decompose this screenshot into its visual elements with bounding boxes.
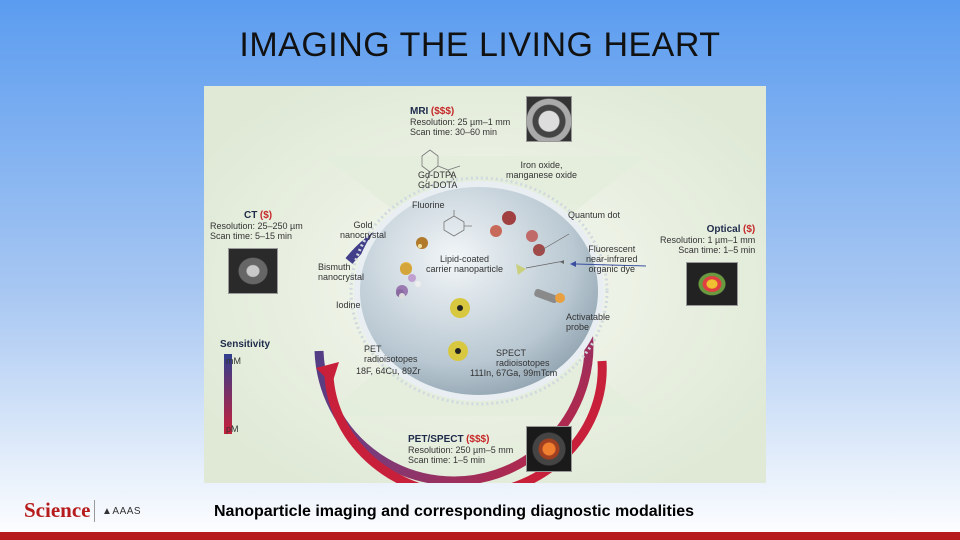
label-spect-radioisotopes: SPECT radioisotopes (496, 348, 550, 368)
diagram-graphics (204, 86, 766, 483)
activatable-probe-marker (534, 288, 558, 304)
label-fluorine: Fluorine (412, 200, 445, 210)
petspect-label: PET/SPECT ($$$) Resolution: 250 µm–5 mm … (408, 434, 514, 466)
label-gold-nanocrystal: Gold nanocrystal (340, 220, 387, 240)
label-iodine: Iodine (336, 300, 361, 310)
bottom-accent-bar (0, 532, 960, 540)
iron-particle-2 (490, 225, 502, 237)
label-pet-isotopes: 18F, 64Cu, 89Zr (356, 366, 421, 376)
label-pet-radioisotopes: PET radioisotopes (364, 344, 418, 364)
lipid-coating (349, 176, 609, 406)
quantum-dot-particle (526, 230, 538, 242)
label-bismuth-nanocrystal: Bismuth nanocrystal (318, 262, 365, 282)
label-quantum-dot: Quantum dot (568, 210, 621, 220)
organic-dye-marker (516, 264, 526, 275)
slide-caption: Nanoparticle imaging and corresponding d… (214, 503, 695, 520)
label-activatable-probe: Activatable probe (566, 312, 611, 332)
carrier-nanoparticle-sphere (354, 181, 604, 401)
iron-particle-1 (502, 211, 516, 225)
optical-label: Optical ($) Resolution: 1 µm–1 mm Scan t… (660, 224, 756, 256)
sensitivity-label: Sensitivity (220, 339, 271, 350)
nanoparticle-imaging-diagram: MRI ($$$) Resolution: 25 µm–1 mm Scan ti… (204, 86, 766, 483)
gold-particle (416, 237, 428, 249)
label-gd: Gd-DTPA Gd-DOTA (418, 170, 458, 190)
aaas-mark-icon: ▲ (102, 506, 113, 517)
arc-lower (324, 360, 607, 483)
petspect-scan-thumbnail (526, 426, 572, 472)
mri-scan-thumbnail (526, 96, 572, 142)
aaas-logo: ▲AAAS (102, 506, 142, 517)
sensitivity-mm: mM (226, 356, 241, 366)
ct-scan-thumbnail (228, 248, 278, 294)
slide-title: IMAGING THE LIVING HEART (239, 26, 721, 64)
label-fluorescent-dye: Fluorescent near-infrared organic dye (586, 244, 638, 274)
science-logo: Science (24, 498, 91, 522)
mri-label: MRI ($$$) Resolution: 25 µm–1 mm Scan ti… (410, 106, 511, 138)
sensitivity-pm: pM (226, 424, 239, 434)
carrier-molecule-sketch (443, 210, 472, 237)
label-iron-oxide: Iron oxide, manganese oxide (506, 160, 578, 180)
arc-arrowhead (316, 362, 339, 384)
ct-label: CT ($) Resolution: 25–250 µm Scan time: … (210, 210, 303, 242)
logo-divider (94, 500, 95, 522)
sensitivity-scale-bar (224, 354, 232, 434)
label-carrier-nanoparticle: Lipid-coated carrier nanoparticle (426, 254, 504, 274)
gd-molecule-sketch (421, 149, 461, 183)
label-spect-isotopes: 111In, 67Ga, 99mTcm (470, 368, 558, 378)
leader-quantum (539, 233, 570, 252)
leader-dye (525, 260, 565, 269)
optical-scan-thumbnail (686, 262, 738, 306)
